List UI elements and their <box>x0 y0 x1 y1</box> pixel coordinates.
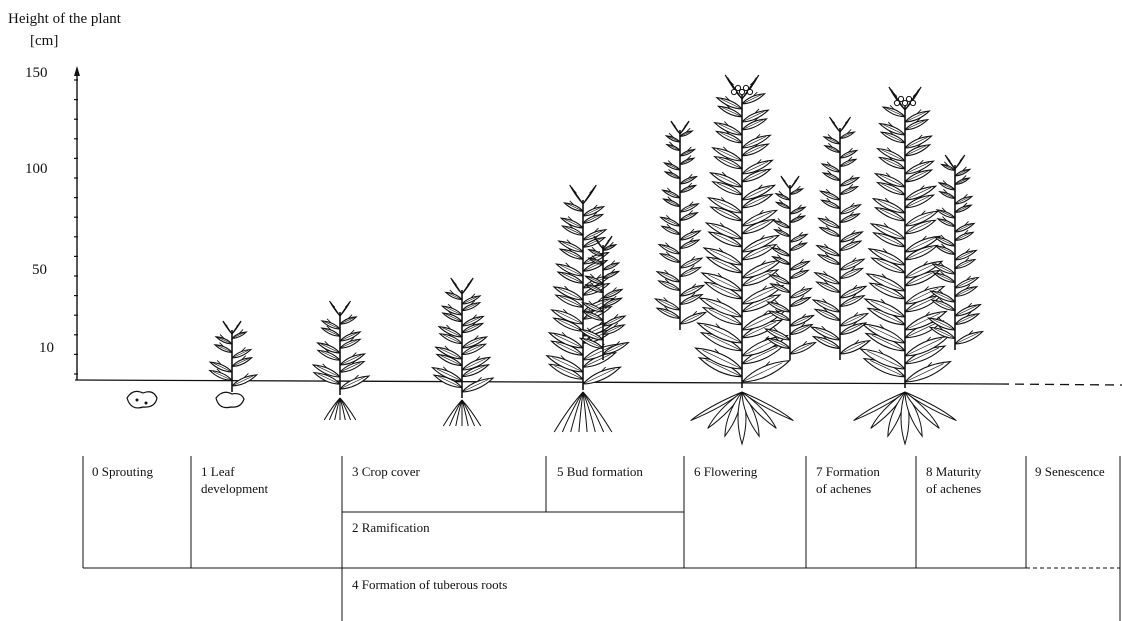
stage-5-bud-formation: 5 Bud formation <box>557 464 643 479</box>
y-axis-minor-ticks <box>74 79 78 375</box>
tick-label-50: 50 <box>32 262 47 278</box>
plant-bud-formation <box>545 184 630 433</box>
plant-leaf-development <box>208 320 259 409</box>
plant-crop-cover <box>311 300 371 421</box>
tick-label-150: 150 <box>25 65 48 81</box>
stage-7-formation-of-achenes: 7 Formation of achenes <box>816 464 880 496</box>
plant-flowering <box>653 74 818 446</box>
y-axis-unit: [cm] <box>30 33 59 49</box>
y-axis-title: Height of the plant <box>8 11 121 27</box>
plant-formation-of-achenes <box>809 86 985 446</box>
stage-table <box>82 456 1121 621</box>
stage-9-senescence: 9 Senescence <box>1035 464 1105 479</box>
tick-label-100: 100 <box>25 161 48 177</box>
y-axis <box>74 66 80 380</box>
stage-8-maturity-of-achenes: 8 Maturity of achenes <box>926 464 982 496</box>
stage-0-sprouting: 0 Sprouting <box>92 464 154 479</box>
stage-6-flowering: 6 Flowering <box>694 464 758 479</box>
plant-sprouting-tuber <box>126 390 158 409</box>
stage-1-leaf-development: 1 Leaf development <box>201 464 269 496</box>
stage-4-formation-of-tuberous-roots: 4 Formation of tuberous roots <box>352 577 508 592</box>
stage-2-ramification: 2 Ramification <box>352 520 430 535</box>
plant-ramification <box>431 277 495 427</box>
plant-illustrations <box>126 74 985 446</box>
tick-label-10: 10 <box>39 340 54 356</box>
stage-3-crop-cover: 3 Crop cover <box>352 464 420 479</box>
